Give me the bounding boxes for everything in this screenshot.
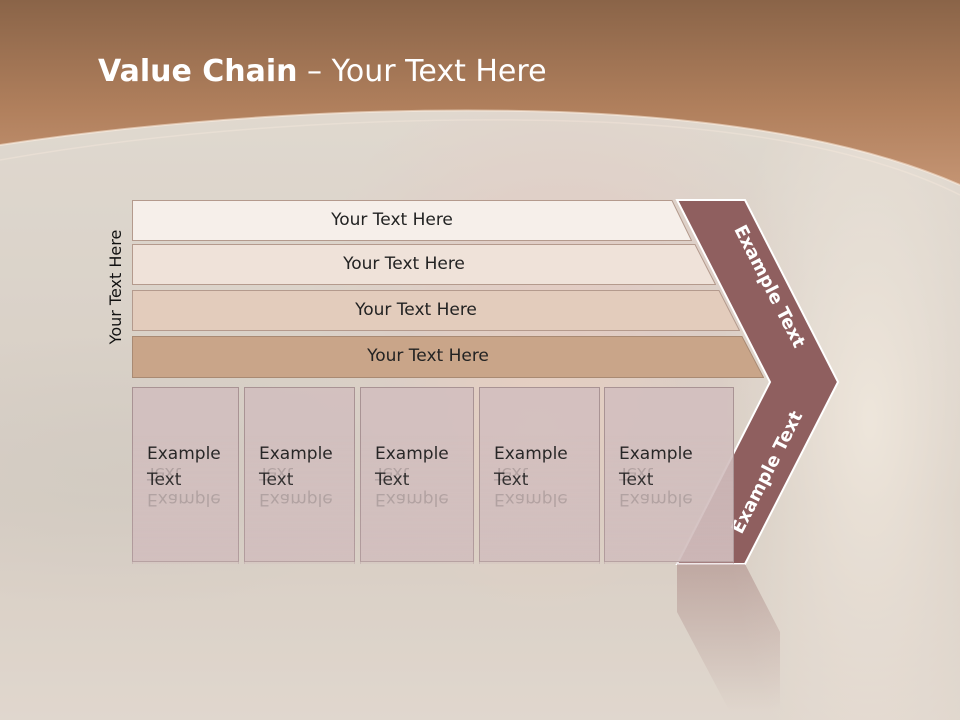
box-line-2: Text	[259, 467, 354, 493]
header-band	[0, 0, 960, 196]
box-line-1: Example	[375, 441, 473, 467]
bar-label: Your Text Here	[331, 210, 453, 230]
value-bar-3: Your Text Here	[132, 290, 740, 331]
title-bold: Value Chain	[98, 54, 298, 89]
title-rest: – Your Text Here	[297, 54, 547, 89]
activity-box-2: Example Text	[244, 387, 355, 562]
box-line-1: Example	[147, 441, 238, 467]
bar-label: Your Text Here	[367, 346, 489, 366]
side-label: Your Text Here	[106, 229, 125, 345]
bar-label: Your Text Here	[343, 254, 465, 274]
bar-shape	[132, 336, 764, 378]
bar-shape	[132, 290, 740, 331]
slide-title: Value Chain – Your Text Here	[98, 54, 547, 89]
activity-box-3: Example Text	[360, 387, 474, 562]
box-line-1: Example	[494, 441, 599, 467]
box-line-1: Example	[619, 441, 733, 467]
box-line-1: Example	[259, 441, 354, 467]
box-line-2: Text	[619, 467, 733, 493]
bar-shape	[132, 244, 716, 285]
box-line-2: Text	[375, 467, 473, 493]
value-bar-2: Your Text Here	[132, 244, 716, 285]
activity-box-5: Example Text	[604, 387, 734, 562]
box-line-2: Text	[494, 467, 599, 493]
bar-label: Your Text Here	[355, 300, 477, 320]
box-line-2: Text	[147, 467, 238, 493]
bar-shape	[132, 200, 692, 241]
activity-box-1: Example Text	[132, 387, 239, 562]
chevron-reflection	[677, 564, 780, 712]
activity-box-4: Example Text	[479, 387, 600, 562]
value-bar-4: Your Text Here	[132, 336, 764, 378]
value-bar-1: Your Text Here	[132, 200, 692, 241]
